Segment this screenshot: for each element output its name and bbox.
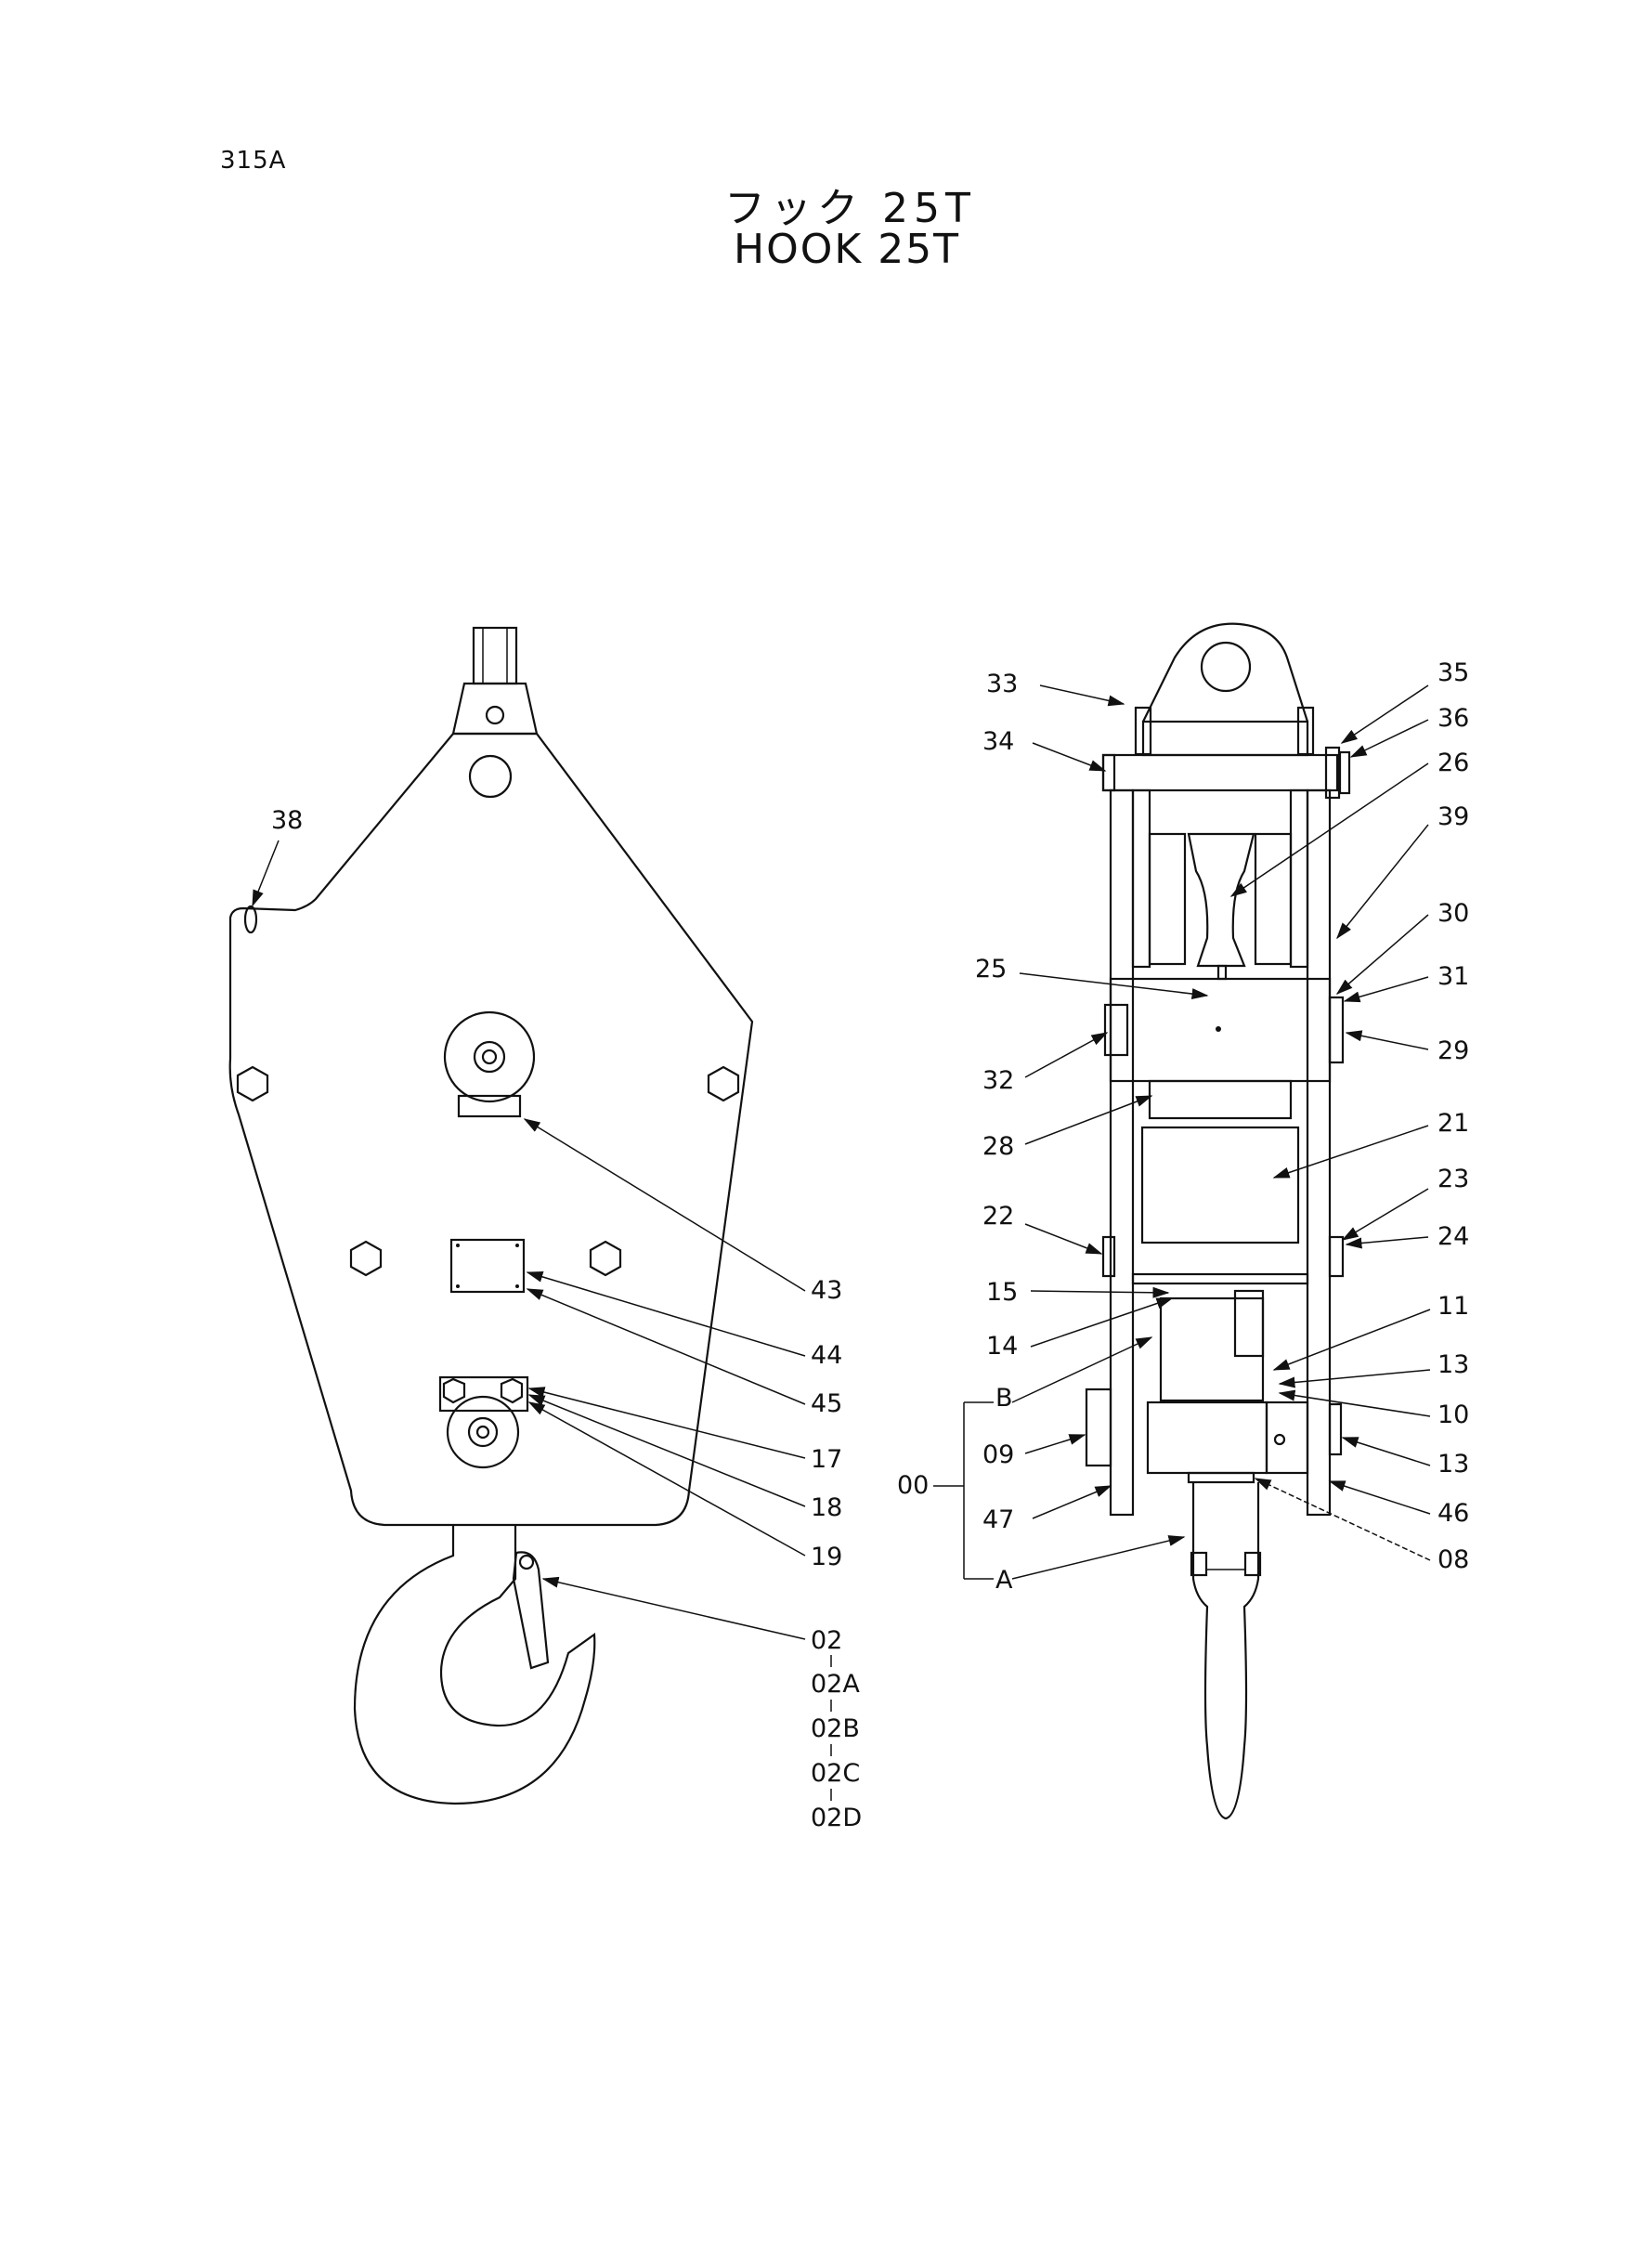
callout-32: 32 bbox=[982, 1066, 1014, 1095]
callout-46: 46 bbox=[1437, 1499, 1469, 1528]
callout-33: 33 bbox=[986, 670, 1018, 698]
callout-09: 09 bbox=[982, 1440, 1014, 1469]
callout-21: 21 bbox=[1437, 1109, 1469, 1138]
callout-23: 23 bbox=[1437, 1165, 1469, 1193]
callout-24: 24 bbox=[1437, 1222, 1469, 1251]
callout-14: 14 bbox=[986, 1332, 1018, 1361]
callout-28: 28 bbox=[982, 1132, 1014, 1161]
callout-44: 44 bbox=[811, 1341, 842, 1370]
callout-17: 17 bbox=[811, 1445, 842, 1474]
callout-15: 15 bbox=[986, 1278, 1018, 1307]
callout-38: 38 bbox=[271, 806, 303, 835]
callout-45: 45 bbox=[811, 1389, 842, 1418]
callout-36: 36 bbox=[1437, 704, 1469, 733]
callout-47: 47 bbox=[982, 1505, 1014, 1534]
callout-labels: 38 43 44 45 17 18 19 02 02A 02B 02C 02D … bbox=[271, 658, 1469, 1832]
callout-26: 26 bbox=[1437, 749, 1469, 777]
front-view bbox=[228, 626, 754, 1805]
callout-31: 31 bbox=[1437, 962, 1469, 991]
callout-34: 34 bbox=[982, 727, 1014, 756]
page-code: 315A bbox=[220, 147, 287, 175]
callout-02a: 02A bbox=[811, 1670, 860, 1699]
callout-02b: 02B bbox=[811, 1714, 860, 1743]
callout-b: B bbox=[995, 1384, 1013, 1413]
section-view bbox=[1085, 622, 1351, 1820]
callout-02d: 02D bbox=[811, 1804, 862, 1832]
callout-25: 25 bbox=[975, 955, 1007, 984]
callout-30: 30 bbox=[1437, 899, 1469, 928]
callout-22: 22 bbox=[982, 1202, 1014, 1231]
title-japanese: フック 25T bbox=[724, 185, 976, 232]
callout-29: 29 bbox=[1437, 1036, 1469, 1065]
callout-13-lower: 13 bbox=[1437, 1450, 1469, 1479]
title-english: HOOK 25T bbox=[734, 226, 961, 273]
callout-35: 35 bbox=[1437, 658, 1469, 687]
leader-lines bbox=[252, 684, 1431, 1801]
callout-18: 18 bbox=[811, 1493, 842, 1522]
callout-02c: 02C bbox=[811, 1759, 860, 1788]
callout-39: 39 bbox=[1437, 802, 1469, 831]
callout-10: 10 bbox=[1437, 1401, 1469, 1429]
callout-13-upper: 13 bbox=[1437, 1350, 1469, 1379]
callout-08: 08 bbox=[1437, 1545, 1469, 1574]
callout-00: 00 bbox=[897, 1471, 929, 1500]
callout-11: 11 bbox=[1437, 1292, 1469, 1321]
callout-a: A bbox=[995, 1566, 1013, 1595]
callout-19: 19 bbox=[811, 1543, 842, 1571]
callout-43: 43 bbox=[811, 1276, 842, 1305]
callout-02: 02 bbox=[811, 1626, 842, 1655]
